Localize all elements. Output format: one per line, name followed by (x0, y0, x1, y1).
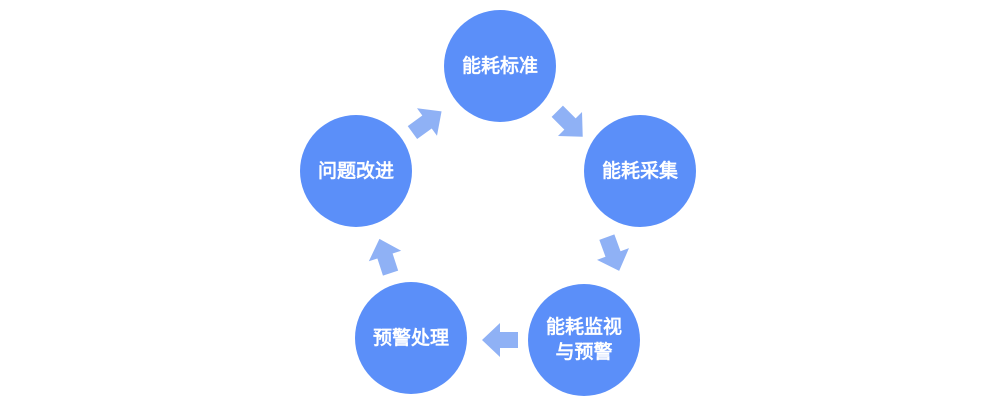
node-warning-handling: 预警处理 (355, 282, 467, 394)
node-energy-monitoring-warning: 能耗监视 与预警 (528, 284, 640, 396)
arrow-head-polygon (551, 105, 583, 137)
arrow-monitoring-to-handling (480, 322, 520, 358)
node-energy-standard: 能耗标准 (444, 10, 556, 122)
arrow-collection-to-monitoring (593, 234, 633, 272)
arrow-shape (597, 234, 629, 271)
arrow-head-polygon (482, 323, 518, 357)
arrow-improvement-to-standard (407, 104, 447, 140)
arrow-standard-to-collection (550, 105, 590, 142)
node-energy-collection: 能耗采集 (584, 115, 696, 227)
arrow-shape (482, 323, 518, 357)
arrow-head-polygon (368, 238, 402, 276)
arrow-shape (551, 105, 583, 137)
arrow-shape (368, 238, 402, 276)
arrow-handling-to-improvement (365, 238, 405, 276)
arrow-head-polygon (597, 234, 629, 271)
arrow-head-polygon (407, 108, 442, 140)
node-problem-improvement: 问题改进 (300, 115, 412, 227)
arrow-shape (407, 108, 442, 140)
